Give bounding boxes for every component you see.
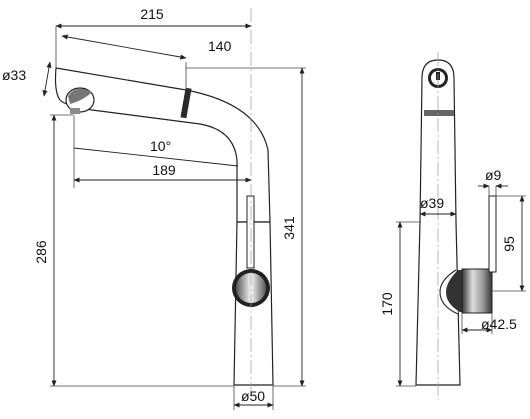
side-handle-knob xyxy=(461,268,493,314)
dim-line-33 xyxy=(42,61,52,97)
label-overall-height: 341 xyxy=(281,216,297,240)
dim-line-140 xyxy=(61,34,187,60)
label-body-diameter: ø39 xyxy=(420,195,444,211)
label-overall-reach: 215 xyxy=(140,6,164,22)
front-lever xyxy=(246,195,255,269)
front-knob xyxy=(236,273,266,303)
label-lever-length: 95 xyxy=(501,236,517,252)
label-body-height: 286 xyxy=(33,240,49,264)
label-base-diameter: ø50 xyxy=(241,388,265,404)
label-side-height: 170 xyxy=(379,292,395,316)
label-spout-diameter: ø33 xyxy=(2,67,26,83)
dim-line-angle xyxy=(73,147,239,167)
label-handle-diameter: ø42.5 xyxy=(481,316,517,332)
label-spout-reach: 189 xyxy=(152,162,176,178)
side-view: ø9 ø39 95 170 ø42.5 xyxy=(379,52,526,400)
side-spray-band xyxy=(424,110,454,116)
front-spout-joint xyxy=(180,87,192,119)
front-aerator xyxy=(70,108,80,114)
label-pullout-length: 140 xyxy=(208,38,232,54)
front-spray-head-shade xyxy=(68,88,92,104)
label-spout-angle: 10° xyxy=(150,138,171,154)
label-lever-diameter: ø9 xyxy=(485,167,502,183)
side-lever xyxy=(488,195,497,273)
front-spout-outline xyxy=(54,67,271,223)
side-handle-shade xyxy=(446,270,462,312)
front-view: 215 140 ø33 10° 189 286 341 ø50 xyxy=(2,6,306,410)
